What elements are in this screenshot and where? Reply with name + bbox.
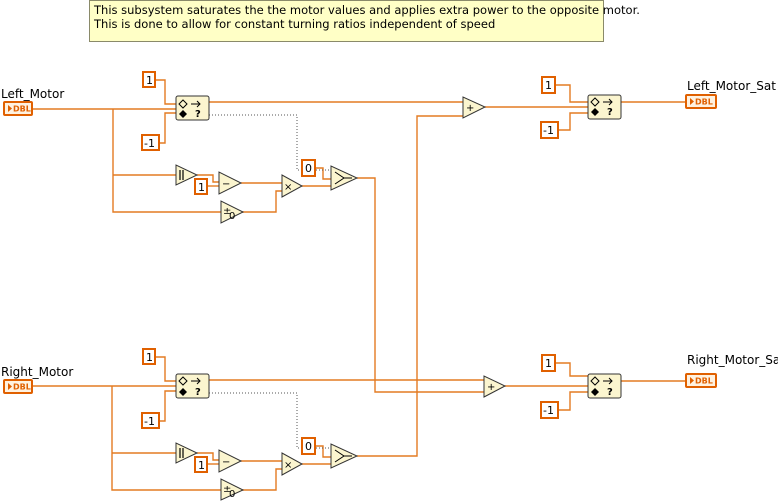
bottom-wires bbox=[32, 115, 686, 491]
right-motor-sat-terminal[interactable]: DBL bbox=[685, 373, 717, 388]
bottom-subtract-node[interactable]: − bbox=[218, 449, 243, 473]
right-motor-sat-type: DBL bbox=[695, 377, 713, 386]
left-motor-sat-type: DBL bbox=[695, 98, 713, 107]
bottom-sign-node[interactable]: ± 0 bbox=[220, 478, 245, 501]
top-right-const-neg-one[interactable]: -1 bbox=[540, 121, 559, 139]
top-add-node[interactable]: + bbox=[462, 96, 487, 119]
bottom-absolute-value-node[interactable] bbox=[175, 442, 199, 464]
left-motor-type: DBL bbox=[13, 105, 31, 114]
right-motor-sat-label: Right_Motor_Sat bbox=[687, 353, 778, 367]
svg-text:±: ± bbox=[223, 484, 231, 495]
top-const-one-b[interactable]: 1 bbox=[194, 178, 208, 195]
top-const-one-b-value: 1 bbox=[198, 181, 205, 194]
bottom-max-node[interactable] bbox=[330, 443, 359, 469]
top-right-const-one-value: 1 bbox=[545, 79, 552, 92]
top-const-neg-one-a-value: -1 bbox=[144, 137, 155, 150]
top-multiply-symbol: × bbox=[284, 182, 292, 193]
svg-text:?: ? bbox=[607, 387, 613, 398]
svg-text:±: ± bbox=[223, 206, 231, 217]
top-const-one-a[interactable]: 1 bbox=[142, 71, 156, 88]
left-motor-sat-label: Left_Motor_Sat bbox=[687, 79, 776, 93]
comment-line-1: This subsystem saturates the the motor v… bbox=[94, 3, 640, 17]
left-motor-label: Left_Motor bbox=[1, 87, 65, 101]
bottom-multiply-node[interactable]: × bbox=[281, 452, 304, 476]
top-subtract-node[interactable]: − bbox=[218, 171, 243, 195]
left-motor-terminal[interactable]: DBL bbox=[3, 101, 33, 116]
top-absolute-value-node[interactable] bbox=[175, 164, 199, 186]
bottom-const-one-a-value: 1 bbox=[146, 351, 153, 364]
svg-text:?: ? bbox=[195, 109, 201, 120]
top-right-in-range-coerce-node[interactable]: ? bbox=[587, 94, 622, 120]
svg-text:?: ? bbox=[195, 387, 201, 398]
right-motor-terminal[interactable]: DBL bbox=[3, 379, 33, 394]
bottom-multiply-symbol: × bbox=[284, 460, 292, 471]
top-subtract-symbol: − bbox=[222, 179, 230, 190]
bottom-right-in-range-coerce-node[interactable]: ? bbox=[587, 373, 622, 399]
svg-text:?: ? bbox=[607, 107, 613, 118]
svg-text:0: 0 bbox=[229, 489, 235, 500]
bottom-const-neg-one-a-value: -1 bbox=[144, 415, 155, 428]
comment-line-2: This is done to allow for constant turni… bbox=[94, 17, 496, 31]
left-motor-sat-terminal[interactable]: DBL bbox=[685, 94, 717, 109]
bottom-const-one-a[interactable]: 1 bbox=[142, 348, 156, 365]
bottom-const-zero[interactable]: 0 bbox=[301, 437, 316, 455]
diagram-comment: This subsystem saturates the the motor v… bbox=[89, 0, 640, 42]
top-in-range-coerce-node[interactable]: ? bbox=[175, 95, 210, 121]
right-motor-label: Right_Motor bbox=[1, 365, 74, 379]
bottom-add-node[interactable]: + bbox=[483, 375, 507, 398]
top-multiply-node[interactable]: × bbox=[281, 174, 304, 198]
top-const-one-a-value: 1 bbox=[146, 74, 153, 87]
bottom-right-const-neg-one-value: -1 bbox=[543, 404, 554, 417]
bottom-right-const-one-value: 1 bbox=[545, 357, 552, 370]
top-wires bbox=[32, 79, 686, 393]
top-right-const-neg-one-value: -1 bbox=[543, 124, 554, 137]
top-right-const-one[interactable]: 1 bbox=[541, 76, 556, 94]
bottom-in-range-coerce-node[interactable]: ? bbox=[175, 373, 210, 399]
bottom-subtract-symbol: − bbox=[222, 457, 230, 468]
top-const-zero[interactable]: 0 bbox=[301, 159, 316, 177]
top-max-node[interactable] bbox=[330, 165, 359, 191]
top-const-neg-one-a[interactable]: -1 bbox=[141, 134, 160, 151]
svg-text:0: 0 bbox=[229, 211, 235, 222]
top-const-zero-value: 0 bbox=[305, 162, 312, 175]
bottom-right-const-one[interactable]: 1 bbox=[541, 354, 556, 372]
bottom-const-one-b[interactable]: 1 bbox=[194, 456, 208, 473]
bottom-right-const-neg-one[interactable]: -1 bbox=[540, 401, 559, 419]
bottom-const-neg-one-a[interactable]: -1 bbox=[141, 412, 160, 429]
top-sign-node[interactable]: ± 0 bbox=[220, 200, 245, 224]
bottom-const-zero-value: 0 bbox=[305, 440, 312, 453]
bottom-const-one-b-value: 1 bbox=[198, 459, 205, 472]
right-motor-type: DBL bbox=[13, 383, 31, 392]
bottom-add-symbol: + bbox=[487, 382, 495, 393]
top-add-symbol: + bbox=[466, 103, 474, 114]
